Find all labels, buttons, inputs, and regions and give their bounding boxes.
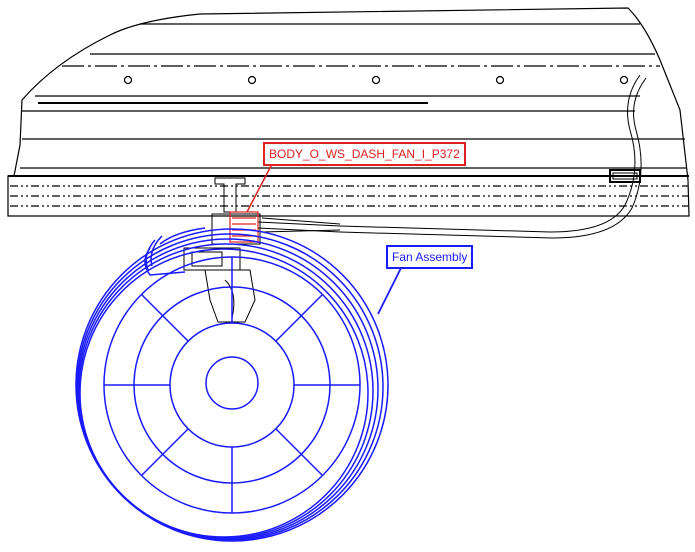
wire-stub-2: [261, 229, 341, 233]
mount-hole-2: [247, 75, 257, 85]
fan-guard-inner: [169, 322, 295, 448]
mount-hole-4: [495, 75, 505, 85]
connector-body: [229, 211, 259, 243]
connector-leader: [246, 163, 273, 213]
fan-assembly-callout-label: Fan Assembly: [386, 245, 474, 269]
fan-assembly: [75, 227, 402, 542]
wire-harness: [183, 74, 647, 323]
fan-ring-1: [75, 228, 389, 542]
dashboard-body: [7, 7, 690, 217]
fan-ring-5: [79, 248, 369, 538]
fan-spokes: [104, 257, 360, 513]
connector-callout-label: BODY_O_WS_DASH_FAN_I_P372: [263, 142, 466, 166]
fan-leader: [377, 267, 402, 315]
harness-clip-inner: [612, 172, 638, 180]
fan-ring-4: [78, 243, 374, 539]
motor-neck: [204, 269, 256, 323]
fan-wire-bundle: [144, 227, 206, 276]
dashboard-outline: [7, 7, 690, 217]
wire-stub-1: [261, 217, 341, 225]
motor-neck-detail: [224, 279, 235, 319]
mount-hole-3: [371, 75, 381, 85]
fan-hub: [205, 356, 259, 410]
mount-hole-1: [123, 75, 133, 85]
fan-ring-2: [76, 233, 384, 541]
fan-ring-3: [77, 238, 379, 540]
harness-wire-2: [257, 77, 647, 239]
mount-bracket: [214, 177, 246, 213]
harness-clip: [609, 169, 641, 183]
harness-wire-1: [257, 74, 641, 233]
mount-hole-5: [619, 75, 629, 85]
relay-box-inner: [191, 251, 223, 267]
